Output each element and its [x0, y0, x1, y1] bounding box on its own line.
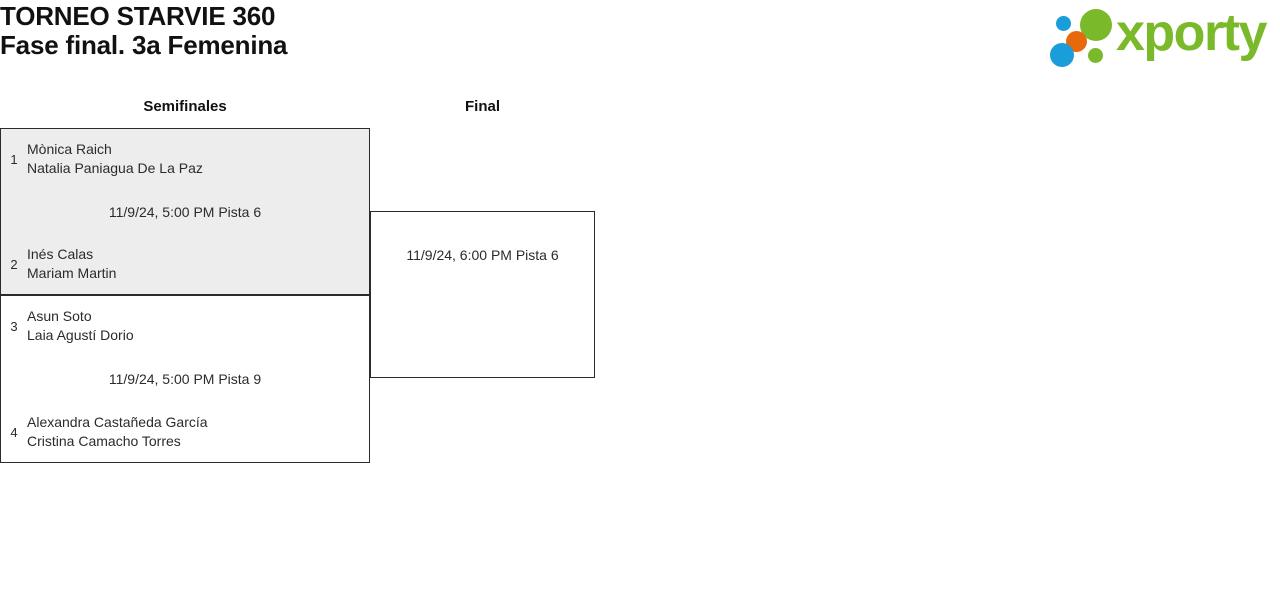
match-schedule-info: 11/9/24, 5:00 PM Pista 6: [108, 204, 262, 220]
player-name: Alexandra Castañeda García: [27, 414, 208, 430]
player-name: Mònica Raich: [27, 141, 112, 157]
logo-wordmark: xporty: [1116, 4, 1267, 62]
team-seed: 1: [10, 151, 18, 167]
player-name: Asun Soto: [27, 308, 92, 324]
logo-dot-green-small-icon: [1088, 48, 1103, 63]
team-seed: 3: [10, 318, 18, 334]
logo-dot-blue-small-icon: [1056, 16, 1071, 31]
player-name: Cristina Camacho Torres: [27, 433, 181, 449]
tournament-name: TORNEO STARVIE 360: [0, 1, 276, 31]
tournament-phase: Fase final. 3a Femenina: [0, 30, 288, 61]
match-schedule-info: 11/9/24, 5:00 PM Pista 9: [108, 371, 262, 387]
match-card-final[interactable]: 11/9/24, 6:00 PM Pista 6: [370, 211, 595, 378]
match-team-bottom[interactable]: 2 Inés Calas Mariam Martin: [1, 244, 369, 284]
match-card-semifinal-2[interactable]: 3 Asun Soto Laia Agustí Dorio 11/9/24, 5…: [0, 295, 370, 463]
page-header: TORNEO STARVIE 360 Fase final. 3a Femeni…: [0, 0, 1280, 86]
xporty-logo[interactable]: xporty: [1042, 4, 1274, 69]
match-team-top[interactable]: 1 Mònica Raich Natalia Paniagua De La Pa…: [1, 139, 369, 179]
player-name: Laia Agustí Dorio: [27, 327, 134, 343]
logo-dot-blue-large-icon: [1050, 43, 1074, 67]
match-team-top[interactable]: 3 Asun Soto Laia Agustí Dorio: [1, 306, 369, 346]
team-players: Mònica Raich Natalia Paniagua De La Paz: [27, 140, 369, 178]
round-title-semifinales: Semifinales: [143, 98, 227, 115]
team-seed: 2: [10, 256, 18, 272]
player-name: Inés Calas: [27, 246, 94, 262]
match-schedule-info: 11/9/24, 6:00 PM Pista 6: [406, 247, 559, 263]
player-name: Mariam Martin: [27, 265, 117, 281]
player-name: Natalia Paniagua De La Paz: [27, 160, 203, 176]
logo-dots-icon: [1050, 9, 1112, 67]
match-card-semifinal-1[interactable]: 1 Mònica Raich Natalia Paniagua De La Pa…: [0, 128, 370, 295]
match-team-bottom[interactable]: [371, 327, 594, 367]
round-title-final: Final: [464, 98, 500, 115]
team-players: Alexandra Castañeda García Cristina Cama…: [27, 413, 369, 451]
match-team-bottom[interactable]: 4 Alexandra Castañeda García Cristina Ca…: [1, 412, 369, 452]
team-players: Asun Soto Laia Agustí Dorio: [27, 307, 369, 345]
team-players: Inés Calas Mariam Martin: [27, 245, 369, 283]
team-seed: 4: [10, 424, 18, 440]
tournament-title-block: TORNEO STARVIE 360 Fase final. 3a Femeni…: [0, 1, 288, 61]
